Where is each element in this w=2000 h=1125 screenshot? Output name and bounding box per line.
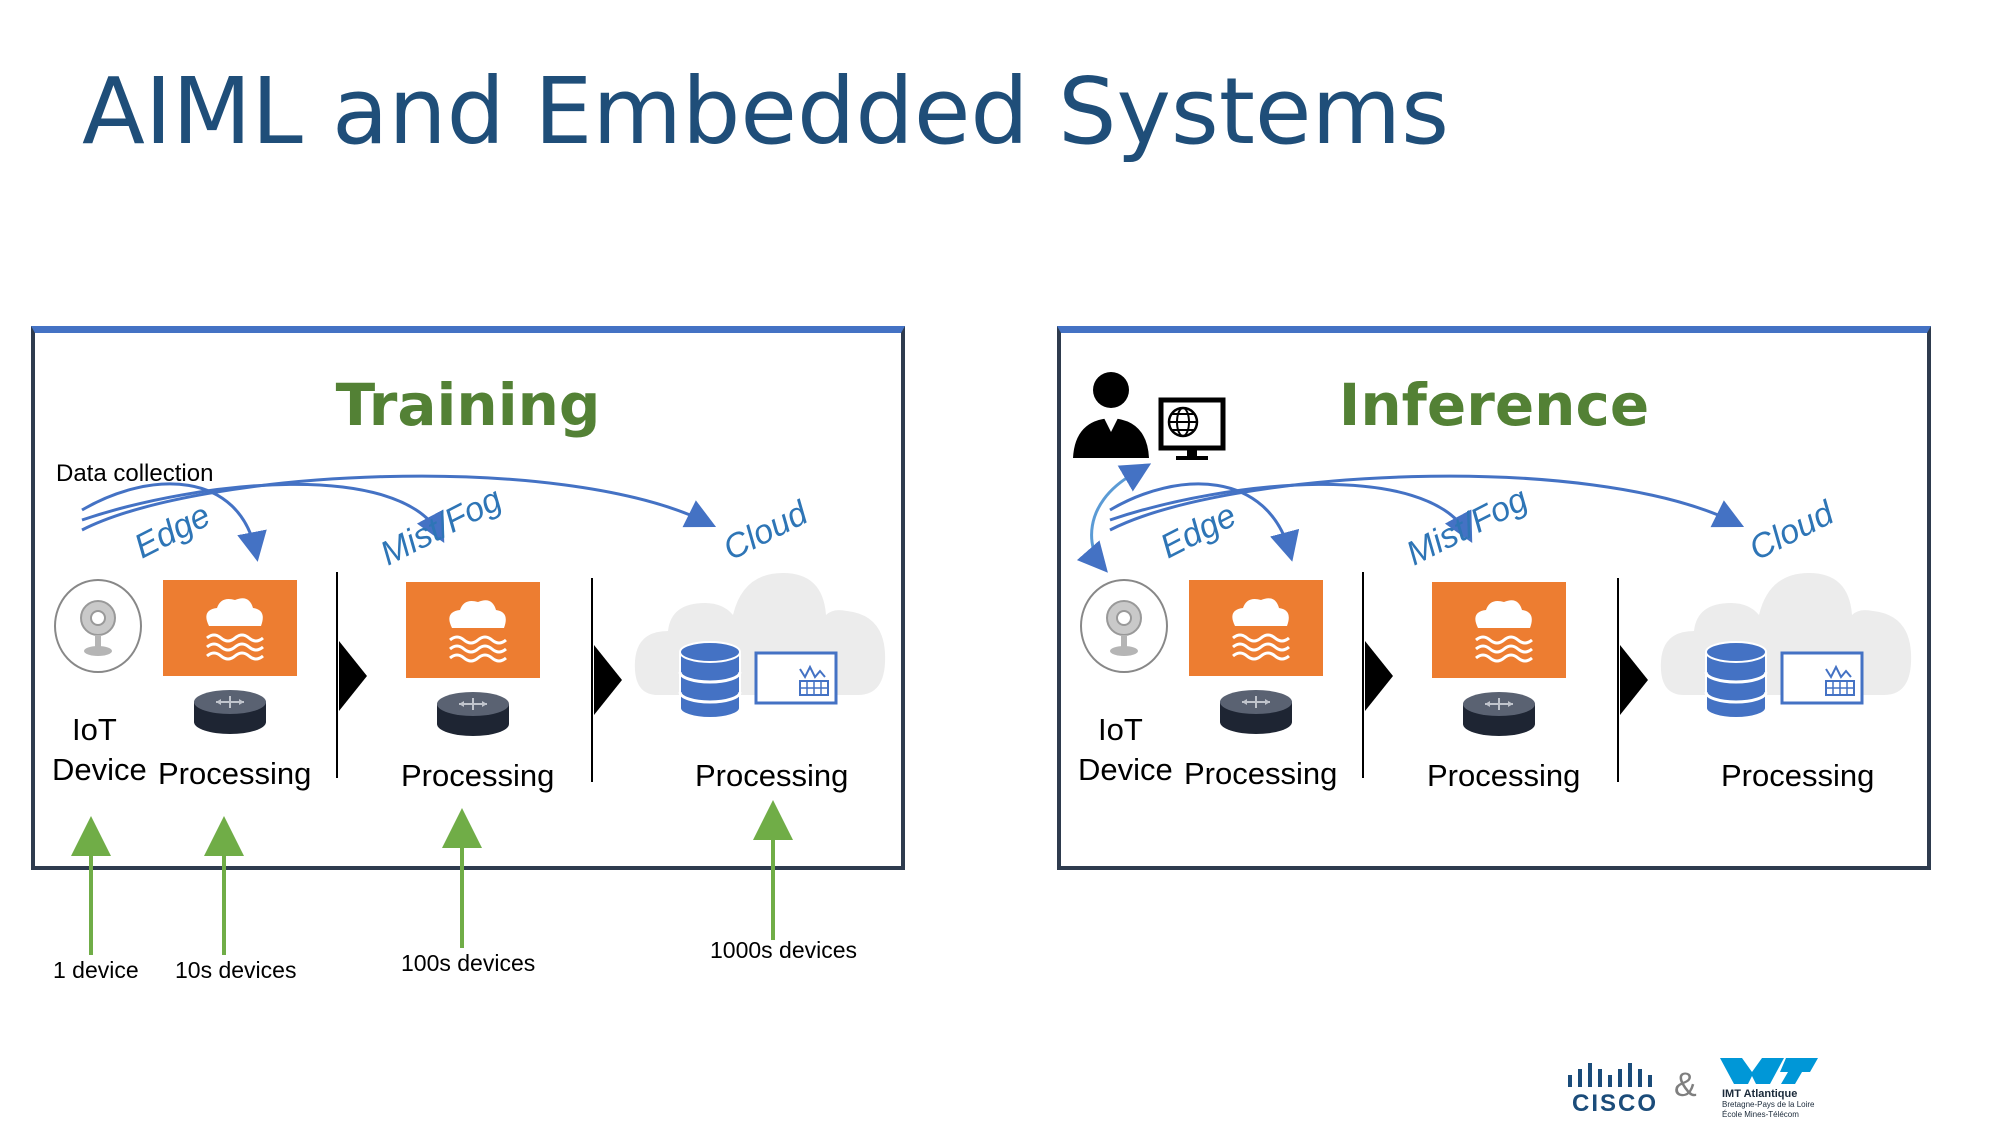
training-flow-arrow-edge: [81, 482, 267, 562]
training-iot-label-line2: Device: [52, 752, 147, 787]
processing-box-icon: [161, 578, 299, 678]
imt-logo-school: École Mines-Télécom: [1722, 1110, 1799, 1119]
dashboard-icon: [1780, 651, 1864, 705]
processing-box-icon: [1430, 580, 1568, 680]
dashboard-icon: [754, 651, 838, 705]
training-cloud-processing-label: Processing: [695, 758, 849, 793]
slide-title: AIML and Embedded Systems: [82, 58, 1450, 165]
data-collection-label: Data collection: [56, 460, 214, 487]
chevron-right-icon: [594, 645, 622, 715]
inference-edge-processing-label: Processing: [1184, 756, 1338, 791]
database-icon: [678, 640, 742, 720]
inference-iot-label-line1: IoT: [1098, 712, 1143, 747]
imt-logo-name: IMT Atlantique: [1722, 1088, 1798, 1100]
training-flow-arrow-cloud: [81, 474, 717, 532]
device-count-10s: 10s devices: [175, 957, 297, 983]
webcam-icon: [54, 579, 142, 673]
training-fog-processing-label: Processing: [401, 758, 555, 793]
monitor-globe-icon: [1158, 397, 1226, 460]
device-count-1: 1 device: [53, 957, 139, 983]
processing-box-icon: [404, 580, 542, 680]
router-icon: [1462, 691, 1536, 737]
training-iot-label-line1: IoT: [72, 712, 117, 747]
inference-iot-label-line2: Device: [1078, 752, 1173, 787]
webcam-icon: [1080, 579, 1168, 673]
chevron-right-icon: [1620, 645, 1648, 715]
inference-cloud-processing-label: Processing: [1721, 758, 1875, 793]
router-icon: [1219, 689, 1293, 735]
chevron-right-icon: [1365, 641, 1393, 711]
inference-flow-arrow-fog: [1109, 482, 1473, 543]
imt-logo-mark: [1720, 1058, 1818, 1084]
training-edge-processing-label: Processing: [158, 756, 312, 791]
inference-flow-arrow-edge: [1109, 482, 1300, 562]
inference-fog-processing-label: Processing: [1427, 758, 1581, 793]
database-icon: [1704, 640, 1768, 720]
training-heading: Training: [335, 371, 601, 439]
user-icon: [1073, 372, 1149, 458]
cisco-logo-bars: [1568, 1063, 1652, 1087]
router-icon: [436, 691, 510, 737]
device-count-100s: 100s devices: [401, 950, 536, 976]
user-device-arrow: [1076, 463, 1152, 573]
device-count-1000s: 1000s devices: [710, 937, 858, 963]
training-flow-arrow-fog: [81, 482, 445, 543]
chevron-right-icon: [339, 641, 367, 711]
inference-flow-arrow-cloud: [1109, 474, 1745, 532]
logo-ampersand: &: [1674, 1066, 1697, 1104]
cisco-logo-text: CISCO: [1572, 1090, 1659, 1117]
inference-heading: Inference: [1338, 371, 1650, 439]
processing-box-icon: [1187, 578, 1325, 678]
imt-logo-region: Bretagne-Pays de la Loire: [1722, 1100, 1815, 1109]
router-icon: [193, 689, 267, 735]
